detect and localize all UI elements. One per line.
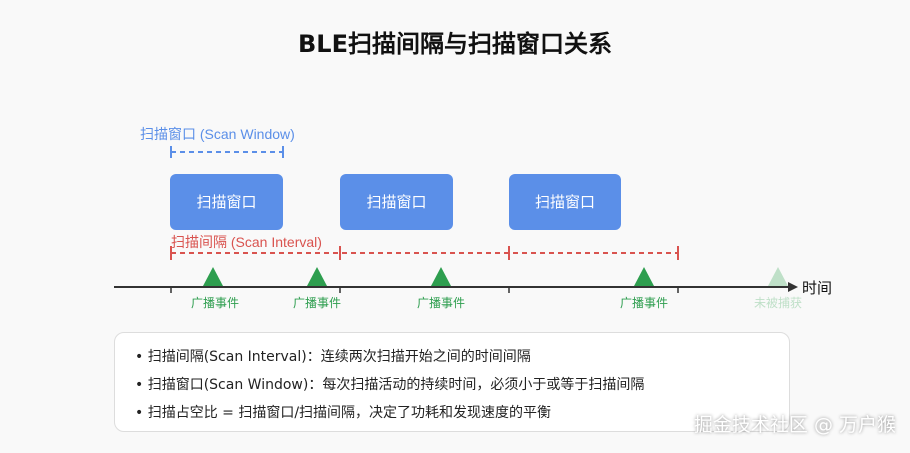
advertising-event-marker: 广播事件 — [293, 267, 341, 310]
time-axis-label: 时间 — [802, 280, 832, 297]
svg-text:广播事件: 广播事件 — [417, 296, 465, 310]
scan-window-block: 扫描窗口 — [509, 174, 621, 230]
scan-window-block: 扫描窗口 — [340, 174, 453, 230]
svg-text:未被捕获: 未被捕获 — [754, 295, 802, 310]
svg-text:广播事件: 广播事件 — [293, 296, 341, 310]
scan-interval-label: 扫描间隔 (Scan Interval) — [171, 234, 322, 250]
scan-timing-diagram: 扫描窗口 (Scan Window) 扫描窗口 扫描窗口 扫描窗口 扫描间隔 (… — [114, 126, 832, 310]
svg-text:广播事件: 广播事件 — [620, 296, 668, 310]
scan-window-bracket — [170, 146, 284, 158]
legend-item-duty-cycle: • 扫描占空比 = 扫描窗口/扫描间隔，决定了功耗和发现速度的平衡 — [135, 405, 552, 421]
legend-item-interval: • 扫描间隔(Scan Interval)：连续两次扫描开始之间的时间间隔 — [135, 349, 531, 365]
scan-interval-line — [170, 246, 679, 260]
missed-event-marker: 未被捕获 — [754, 267, 802, 310]
svg-text:广播事件: 广播事件 — [191, 296, 239, 310]
advertising-event-marker: 广播事件 — [191, 267, 239, 310]
advertising-event-marker: 广播事件 — [417, 267, 465, 310]
page-title: BLE扫描间隔与扫描窗口关系 — [298, 30, 612, 58]
legend-item-window: • 扫描窗口(Scan Window)：每次扫描活动的持续时间，必须小于或等于扫… — [135, 377, 645, 393]
svg-text:扫描窗口: 扫描窗口 — [535, 193, 595, 211]
watermark: 掘金技术社区 @ 万户猴 — [693, 414, 896, 436]
svg-text:扫描窗口: 扫描窗口 — [196, 193, 256, 211]
scan-window-block: 扫描窗口 — [170, 174, 283, 230]
advertising-event-marker: 广播事件 — [620, 267, 668, 310]
legend-box: • 扫描间隔(Scan Interval)：连续两次扫描开始之间的时间间隔 • … — [114, 332, 790, 432]
time-axis — [114, 282, 798, 293]
svg-text:扫描窗口: 扫描窗口 — [366, 193, 426, 211]
scan-window-label: 扫描窗口 (Scan Window) — [140, 126, 295, 142]
